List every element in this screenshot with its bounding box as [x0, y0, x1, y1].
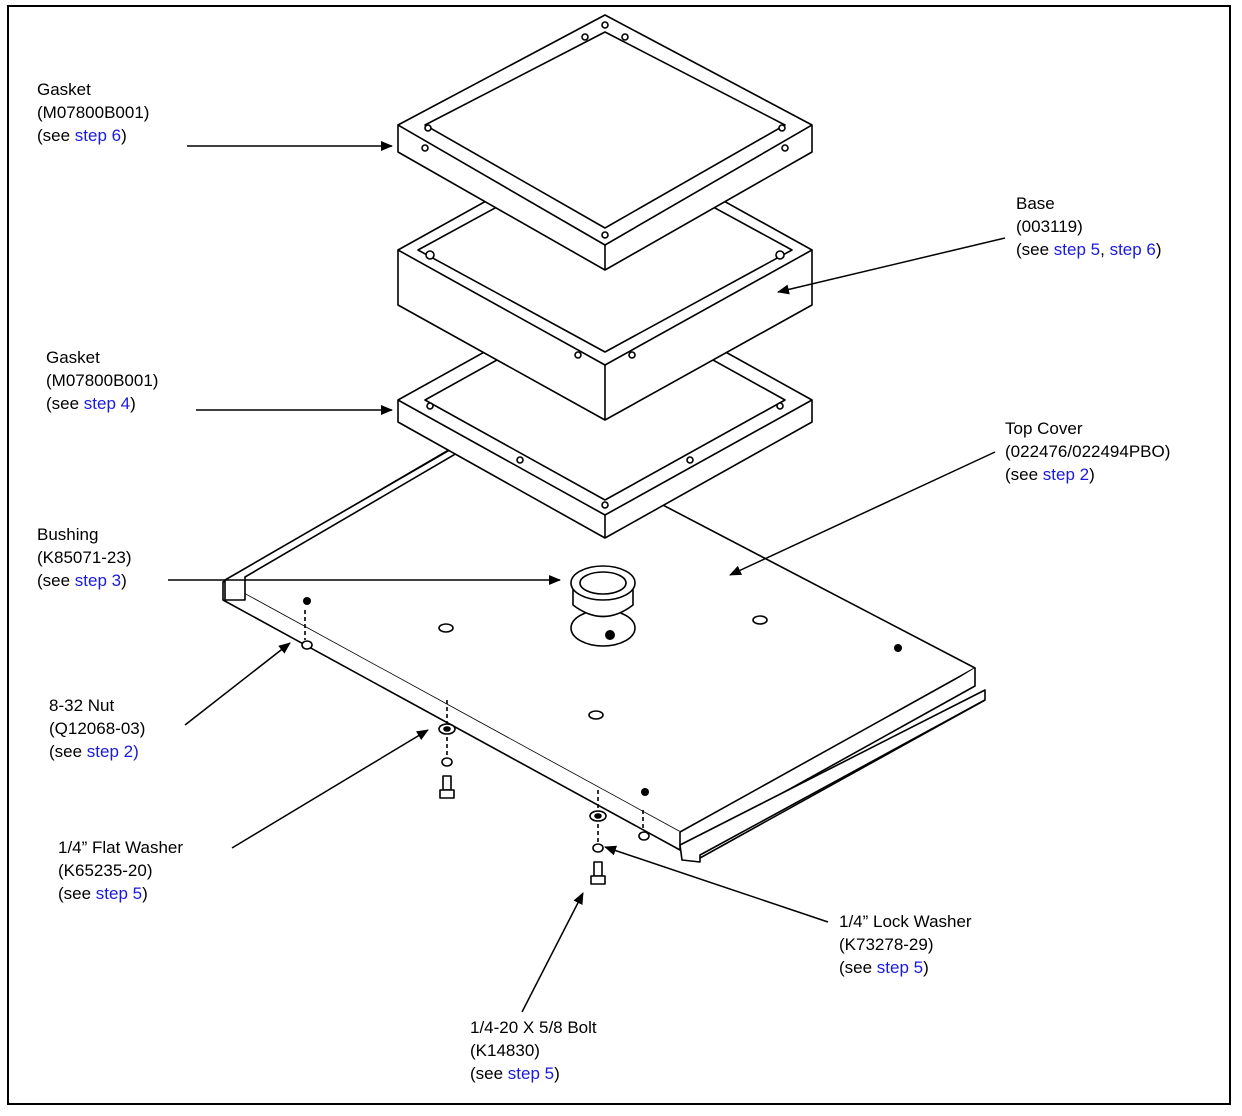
- callout-title: Base: [1016, 194, 1055, 213]
- see-suffix: ): [121, 126, 127, 145]
- see-suffix: ): [554, 1064, 560, 1083]
- callout-title: Top Cover: [1005, 419, 1083, 438]
- callout-reference: (see step 6): [37, 124, 149, 147]
- leader-bolt: [521, 892, 584, 1013]
- callout-gasket-top: Gasket (M07800B001) (see step 6): [37, 78, 149, 147]
- step-link[interactable]: step 3: [74, 571, 122, 590]
- callout-title: Bushing: [37, 525, 99, 544]
- step-link[interactable]: step 5: [95, 884, 143, 903]
- step-link[interactable]: step 5: [876, 958, 924, 977]
- callout-reference: (see step 4): [46, 392, 158, 415]
- callout-gasket-mid: Gasket (M07800B001) (see step 4): [46, 346, 158, 415]
- step-link[interactable]: step 5: [1053, 240, 1101, 259]
- see-prefix: (see: [1005, 465, 1043, 484]
- callout-part-number: (022476/022494PBO): [1005, 442, 1171, 461]
- callout-reference: (see step 5): [58, 882, 183, 905]
- callout-title: 1/4” Lock Washer: [839, 912, 972, 931]
- fastener-hardware: [301, 610, 650, 885]
- leader-lines: [168, 141, 1006, 1013]
- step-link[interactable]: step 6: [74, 126, 122, 145]
- callout-reference: (see step 2): [1005, 463, 1170, 486]
- see-prefix: (see: [37, 126, 75, 145]
- see-prefix: (see: [1016, 240, 1054, 259]
- see-prefix: (see: [58, 884, 96, 903]
- leader-flat-washer: [231, 729, 429, 849]
- callout-base: Base (003119) (see step 5, step 6): [1016, 192, 1162, 261]
- callout-part-number: (M07800B001): [46, 371, 159, 390]
- see-suffix: ): [142, 884, 148, 903]
- callout-bushing: Bushing (K85071-23) (see step 3): [37, 523, 132, 592]
- callout-flat-washer: 1/4” Flat Washer (K65235-20) (see step 5…: [58, 836, 183, 905]
- callout-bolt: 1/4-20 X 5/8 Bolt (K14830) (see step 5): [470, 1016, 597, 1085]
- see-prefix: (see: [46, 394, 84, 413]
- step-link[interactable]: step 2: [1042, 465, 1090, 484]
- callout-title: 8-32 Nut: [49, 696, 115, 715]
- callout-part-number: (003119): [1016, 217, 1083, 236]
- see-prefix: (see: [37, 571, 75, 590]
- see-suffix: ): [923, 958, 929, 977]
- leader-nut: [184, 642, 291, 726]
- callout-part-number: (K73278-29): [839, 935, 934, 954]
- see-suffix: ): [1089, 465, 1095, 484]
- callout-title: Gasket: [46, 348, 100, 367]
- callout-title: Gasket: [37, 80, 91, 99]
- see-prefix: (see: [49, 742, 87, 761]
- see-suffix: ): [121, 571, 127, 590]
- callout-nut: 8-32 Nut (Q12068-03) (see step 2): [49, 694, 145, 763]
- diagram-frame: [7, 5, 1231, 1105]
- see-prefix: (see: [470, 1064, 508, 1083]
- callout-part-number: (K65235-20): [58, 861, 153, 880]
- see-suffix: ): [1155, 240, 1162, 259]
- leader-lock-washer: [604, 845, 829, 923]
- see-prefix: (see: [839, 958, 877, 977]
- callout-part-number: (Q12068-03): [49, 719, 146, 738]
- leader-top-cover: [729, 451, 996, 576]
- callout-title: 1/4” Flat Washer: [58, 838, 184, 857]
- step-link[interactable]: step 4: [83, 394, 131, 413]
- step-link[interactable]: step 6: [1109, 240, 1156, 259]
- callout-top-cover: Top Cover (022476/022494PBO) (see step 2…: [1005, 417, 1170, 486]
- callout-reference: (see step 5, step 6): [1016, 238, 1162, 261]
- leader-base: [777, 237, 1006, 295]
- bushing-part: [570, 565, 636, 647]
- link-separator: ,: [1100, 240, 1110, 259]
- callout-part-number: (K85071-23): [37, 548, 132, 567]
- callout-lock-washer: 1/4” Lock Washer (K73278-29) (see step 5…: [839, 910, 972, 979]
- callout-title: 1/4-20 X 5/8 Bolt: [470, 1018, 597, 1037]
- callout-reference: (see step 5): [839, 956, 972, 979]
- callout-reference: (see step 3): [37, 569, 132, 592]
- gasket-upper: [397, 14, 813, 271]
- step-link[interactable]: step 5: [507, 1064, 555, 1083]
- step-link[interactable]: step 2): [86, 742, 139, 761]
- callout-reference: (see step 2): [49, 740, 145, 763]
- callout-part-number: (M07800B001): [37, 103, 150, 122]
- callout-reference: (see step 5): [470, 1062, 597, 1085]
- callout-part-number: (K14830): [470, 1041, 540, 1060]
- see-suffix: ): [130, 394, 136, 413]
